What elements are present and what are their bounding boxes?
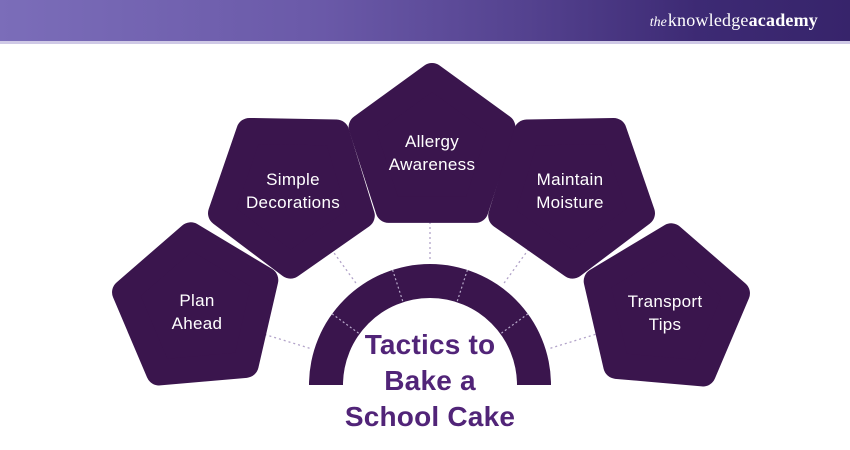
connector-maintain-moisture (502, 244, 533, 285)
node-label: Transport Tips (627, 292, 703, 334)
node-label: Plan Ahead (171, 291, 223, 333)
node-label: Maintain Moisture (536, 170, 604, 212)
central-arch (309, 264, 551, 385)
pentagon-shape (112, 222, 279, 386)
pentagon-shape (488, 117, 655, 279)
logo-word-knowledge: knowledge (667, 10, 749, 30)
header-underline (0, 41, 850, 44)
title-line-1: Tactics to (364, 329, 496, 360)
node-maintain-moisture: Maintain Moisture (480, 100, 660, 280)
node-label: Simple Decorations (245, 170, 340, 212)
node-label: Allergy Awareness (388, 132, 476, 174)
node-transport-tips: Transport Tips (575, 218, 755, 398)
connector-simple-decorations (327, 244, 358, 285)
logo-word-academy: academy (748, 10, 818, 30)
header-bar: theknowledgeacademy (0, 0, 850, 41)
pentagon-shape (208, 117, 375, 279)
title-line-3: School Cake (344, 401, 516, 432)
connector-lines (264, 212, 596, 350)
node-allergy-awareness: Allergy Awareness (342, 58, 522, 238)
diagram-title: Tactics to Bake a School Cake (280, 327, 580, 435)
connector-plan-ahead (264, 333, 311, 350)
node-simple-decorations: Simple Decorations (203, 100, 383, 280)
logo-prefix: the (649, 15, 667, 30)
brand-logo: theknowledgeacademy (650, 11, 850, 30)
pentagon-shape (583, 223, 750, 387)
node-plan-ahead: Plan Ahead (107, 217, 287, 397)
pentagon-shape (348, 63, 516, 223)
arch-segment-dividers (331, 269, 529, 335)
title-line-2: Bake a (384, 365, 476, 396)
connector-transport-tips (549, 333, 596, 350)
